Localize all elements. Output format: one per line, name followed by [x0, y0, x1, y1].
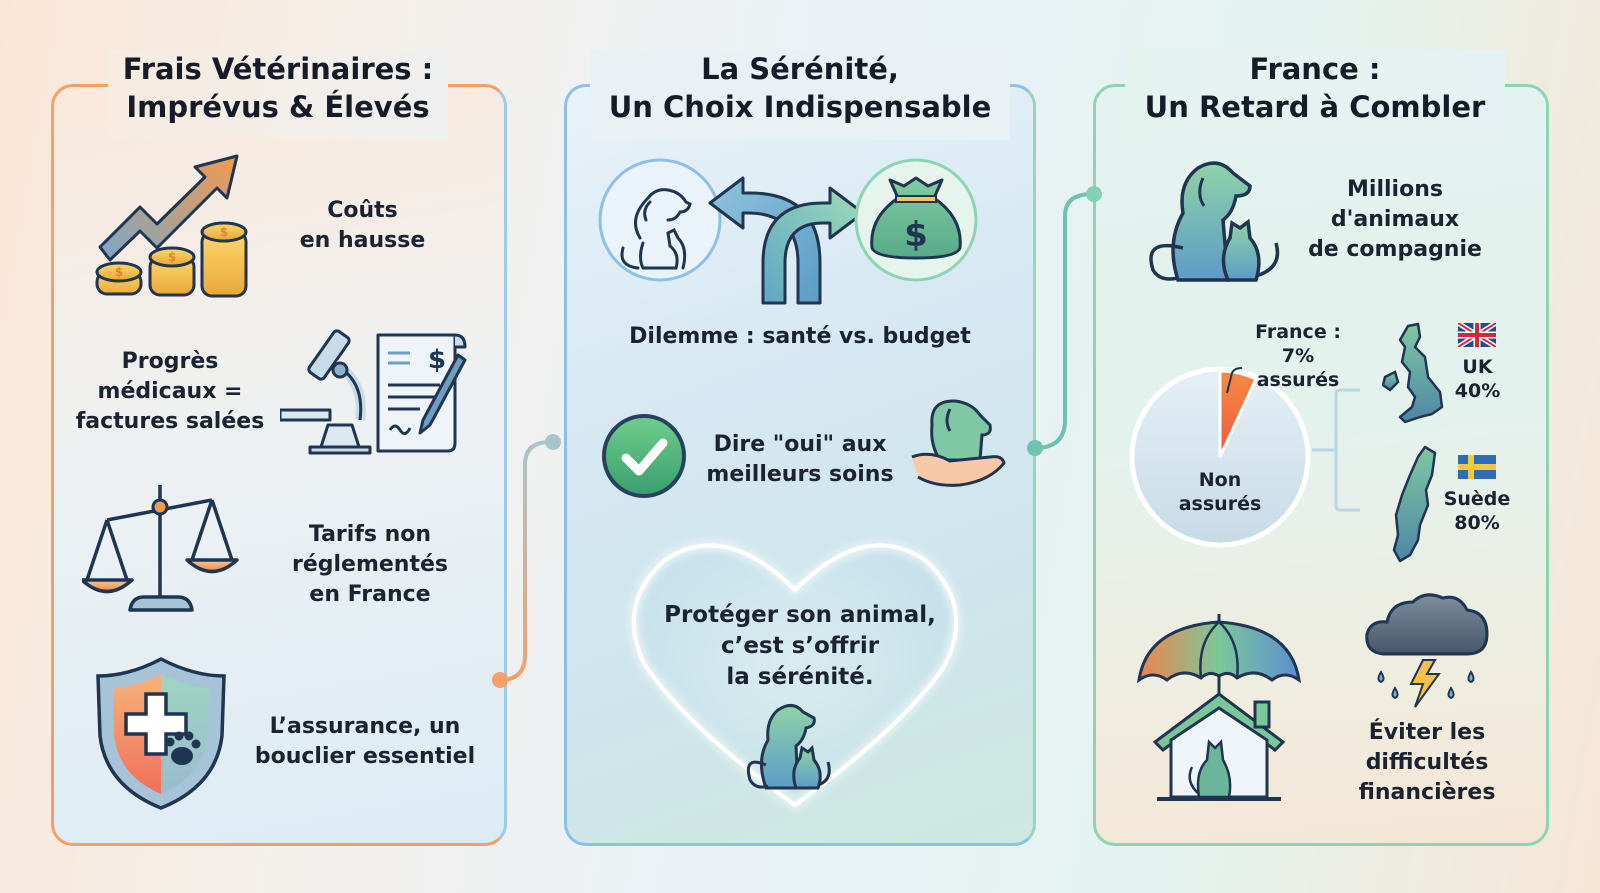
hand-holding-puppy-icon: [910, 395, 1010, 495]
quote-line: la sérénité.: [726, 664, 874, 690]
label-eviter-difficultes: Éviter les difficultés financières: [1322, 718, 1532, 808]
microscope-invoice-icon: $: [280, 325, 480, 455]
label-line: Coûts: [327, 198, 398, 223]
title-line: La Sérénité,: [701, 52, 899, 86]
pie-center-label: Non assurés: [1160, 468, 1280, 516]
insured-pie-chart: [1125, 362, 1315, 552]
sweden-map-icon: [1390, 445, 1445, 565]
label-assurance-bouclier: L’assurance, un bouclier essentiel: [245, 712, 485, 772]
svg-text:$: $: [904, 215, 928, 255]
label-dilemme: Dilemme : santé vs. budget: [629, 324, 971, 349]
balance-scale-icon: [82, 485, 242, 620]
label-tarifs-non-reglementes: Tarifs non réglementés en France: [270, 520, 470, 610]
panel-title-france: France : Un Retard à Combler: [1125, 50, 1505, 140]
callout-line: [1226, 367, 1243, 394]
heart-outline-icon: [625, 535, 965, 820]
quote-line: c’est s’offrir: [720, 633, 880, 659]
dog-cat-icon: [1138, 158, 1298, 283]
title-line: Imprévus & Élevés: [126, 90, 430, 124]
title-line: Un Retard à Combler: [1144, 90, 1486, 124]
country-name: UK: [1462, 356, 1493, 378]
country-rate: 80%: [1454, 512, 1500, 534]
center-line-text: Non: [1198, 469, 1242, 491]
quote-line: Protéger son animal,: [664, 602, 936, 628]
svg-text:$: $: [220, 225, 228, 239]
center-line-text: assurés: [1178, 493, 1262, 515]
svg-text:$: $: [115, 265, 123, 279]
svg-text:$: $: [168, 250, 176, 264]
label-line: médicaux =: [97, 379, 243, 404]
label-line: Tarifs non: [308, 522, 432, 547]
country-rate: 40%: [1454, 380, 1501, 402]
shield-paw-icon: [94, 656, 229, 811]
umbrella-house-cat-icon: [1137, 612, 1302, 812]
label-dire-oui: Dire "oui" aux meilleurs soins: [690, 430, 910, 490]
title-line: Frais Vétérinaires :: [122, 52, 434, 86]
connector-1-2: [492, 434, 561, 688]
panel-title-serenite: La Sérénité, Un Choix Indispensable: [590, 50, 1010, 140]
checkmark-icon: [601, 413, 687, 499]
callout-line-text: France : 7%: [1255, 321, 1341, 367]
connector-2-3: [1027, 186, 1102, 456]
label-line: d'animaux: [1330, 207, 1460, 232]
label-millions-animaux: Millions d'animaux de compagnie: [1300, 175, 1490, 265]
heart-quote: Protéger son animal, c’est s’offrir la s…: [640, 600, 960, 693]
pie-callout-france: France : 7% assurés: [1238, 320, 1358, 392]
country-name: Suède: [1443, 488, 1511, 510]
label-line: meilleurs soins: [706, 462, 894, 487]
comparison-bracket: [1312, 388, 1360, 512]
callout-line-text: assurés: [1256, 369, 1340, 391]
label-line: bouclier essentiel: [254, 744, 476, 769]
label-line: Éviter les: [1368, 720, 1486, 745]
label-line: en hausse: [299, 228, 426, 253]
label-line: factures salées: [75, 409, 265, 434]
rising-costs-coins-icon: $ $ $: [95, 152, 250, 302]
label-line: Progrès: [121, 349, 219, 374]
title-line: France :: [1249, 52, 1381, 86]
label-line: L’assurance, un: [269, 714, 461, 739]
uk-flag-icon: [1458, 323, 1496, 347]
uk-rate-label: UK 40%: [1440, 355, 1515, 403]
label-line: Millions: [1347, 177, 1443, 202]
label-line: difficultés: [1365, 750, 1489, 775]
label-line: en France: [309, 582, 431, 607]
label-line: de compagnie: [1308, 237, 1482, 262]
dog-cat-small-icon: [738, 700, 838, 790]
sweden-flag-icon: [1458, 455, 1496, 479]
sweden-rate-label: Suède 80%: [1432, 487, 1522, 535]
pet-vs-money-dilemma-icon: $: [598, 158, 998, 308]
label-line: réglementés: [291, 552, 449, 577]
label-line: Dire "oui" aux: [713, 432, 887, 457]
label-line: financières: [1358, 780, 1496, 805]
title-line: Un Choix Indispensable: [608, 90, 992, 124]
panel-title-frais: Frais Vétérinaires : Imprévus & Élevés: [108, 50, 448, 140]
svg-text:$: $: [428, 345, 446, 375]
label-couts-en-hausse: Coûts en hausse: [275, 196, 450, 256]
label-progres-medicaux: Progrès médicaux = factures salées: [70, 347, 270, 437]
uk-map-icon: [1380, 322, 1450, 432]
storm-cloud-icon: [1363, 592, 1493, 712]
